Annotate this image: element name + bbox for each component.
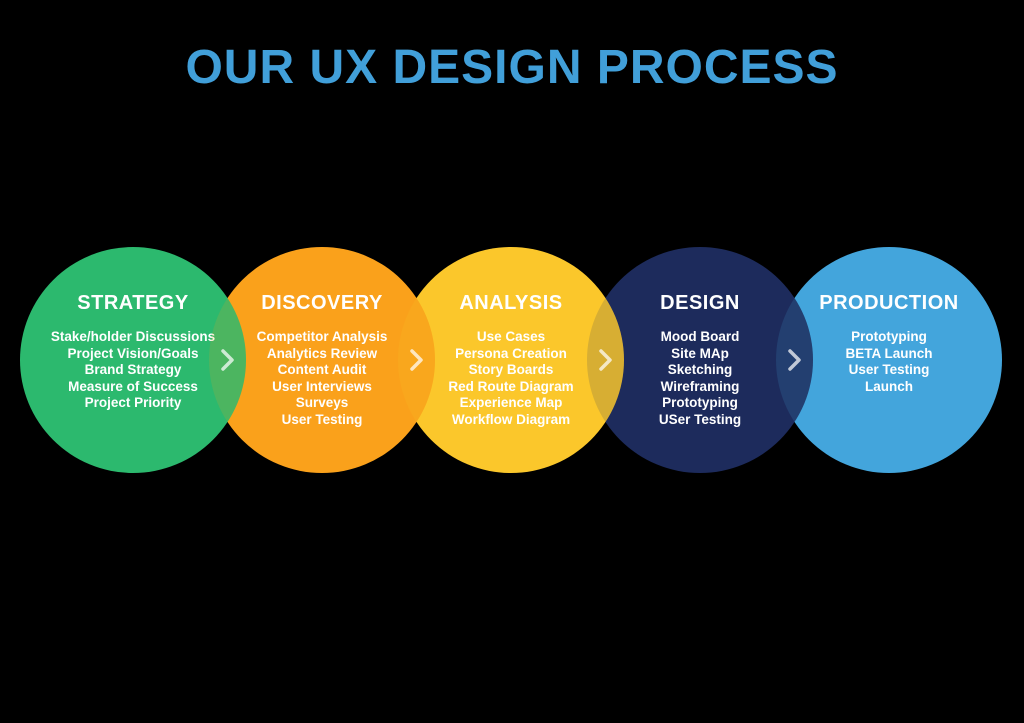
stage-item: Project Priority <box>84 395 182 410</box>
stage-item: Wireframing <box>660 378 740 394</box>
stage-circle-analysis: ANALYSIS Use Cases Persona Creation Stor… <box>398 247 624 473</box>
stage-item: Stake/holder Discussions <box>50 329 216 344</box>
stage-circle-strategy: STRATEGY Stake/holder Discussions Projec… <box>20 247 246 473</box>
stage-item: BETA Launch <box>845 345 933 361</box>
stage-circle-design: DESIGN Mood Board Site MAp Sketching Wir… <box>587 247 813 473</box>
stage-item: User Testing <box>281 411 363 427</box>
stage-item: User Interviews <box>272 378 372 394</box>
stage-item: Launch <box>864 378 913 394</box>
stage-item: Sketching <box>667 362 733 377</box>
stage-item: Project Vision/Goals <box>67 345 199 361</box>
stage-item: Surveys <box>295 395 349 410</box>
stage-item: Use Cases <box>476 329 546 344</box>
stage-items: Mood Board Site MAp Sketching Wireframin… <box>659 329 741 428</box>
stage-item: Experience Map <box>459 395 563 410</box>
stage-item: USer Testing <box>658 411 742 427</box>
stage-item: Analytics Review <box>266 345 378 361</box>
stage-item: Story Boards <box>468 362 554 377</box>
stage-item: Mood Board <box>660 329 740 344</box>
stage-title: DISCOVERY <box>261 292 383 314</box>
stage-items: Stake/holder Discussions Project Vision/… <box>51 329 215 412</box>
stage-item: Competitor Analysis <box>256 329 388 344</box>
stage-item: Measure of Success <box>68 378 198 394</box>
page-title: OUR UX DESIGN PROCESS <box>185 41 839 94</box>
stage-item: Prototyping <box>851 329 927 344</box>
stage-item: Content Audit <box>277 362 367 377</box>
stage-item: Persona Creation <box>455 345 567 361</box>
stage-item: Brand Strategy <box>84 362 182 377</box>
stage-item: Prototyping <box>662 395 738 410</box>
stage-content: DESIGN Mood Board Site MAp Sketching Wir… <box>587 247 813 473</box>
stage-circle-production: PRODUCTION Prototyping BETA Launch User … <box>776 247 1002 473</box>
stage-title: STRATEGY <box>77 292 189 314</box>
stage-items: Use Cases Persona Creation Story Boards … <box>448 329 573 428</box>
stage-content: PRODUCTION Prototyping BETA Launch User … <box>776 247 1002 473</box>
stage-item: User Testing <box>848 362 930 377</box>
stage-title: PRODUCTION <box>819 292 959 314</box>
stage-title: ANALYSIS <box>459 292 563 314</box>
stage-item: Site MAp <box>671 345 729 361</box>
stage-content: DISCOVERY Competitor Analysis Analytics … <box>209 247 435 473</box>
stage-title: DESIGN <box>660 292 740 314</box>
stage-circle-discovery: DISCOVERY Competitor Analysis Analytics … <box>209 247 435 473</box>
stage-items: Prototyping BETA Launch User Testing Lau… <box>846 329 933 395</box>
stage-content: STRATEGY Stake/holder Discussions Projec… <box>20 247 246 473</box>
stage-item: Red Route Diagram <box>448 378 574 394</box>
stage-items: Competitor Analysis Analytics Review Con… <box>257 329 388 428</box>
stage-content: ANALYSIS Use Cases Persona Creation Stor… <box>398 247 624 473</box>
stage-item: Workflow Diagram <box>451 411 571 427</box>
